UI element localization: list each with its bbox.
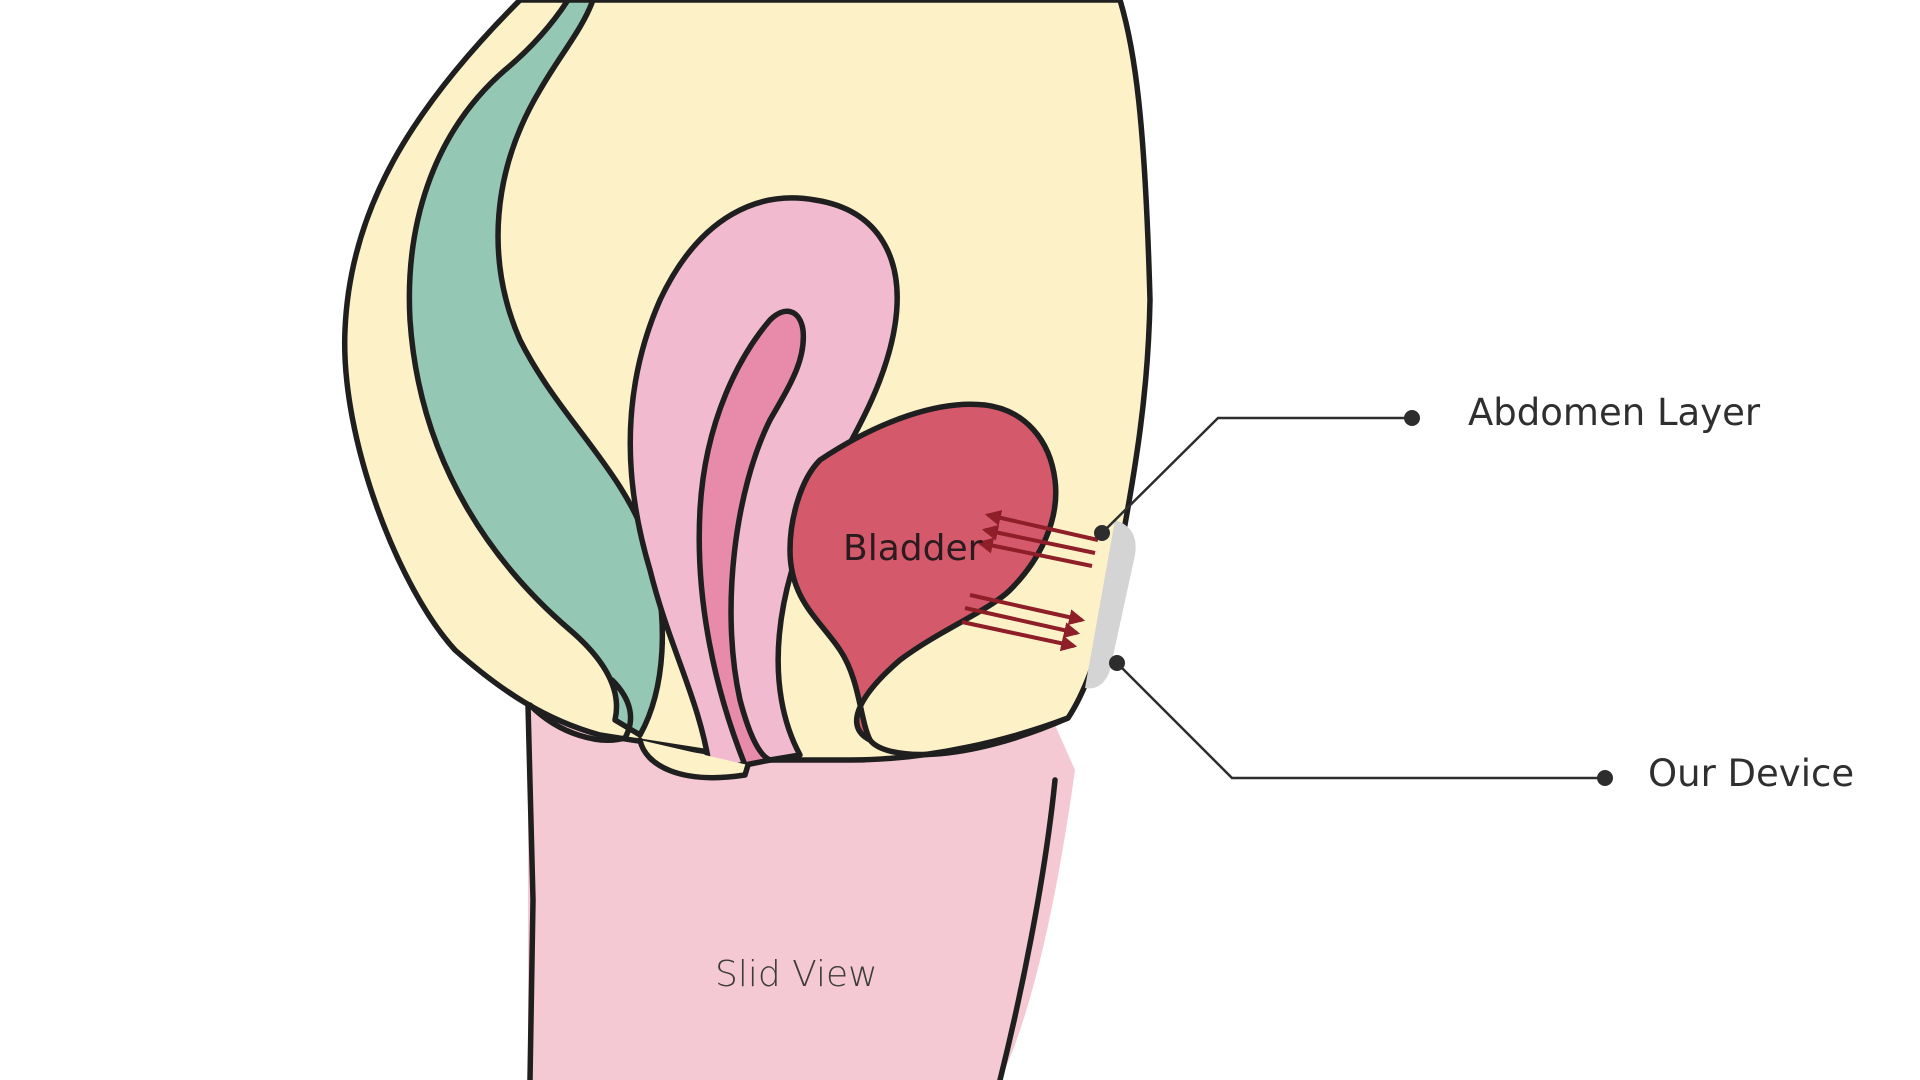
arrow-in-icon (981, 524, 1096, 555)
rectum (406, 0, 666, 738)
leg-right-outline (997, 777, 1058, 1080)
arrow-in-icon (976, 537, 1093, 568)
callout-abdomen-layer: Abdomen Layer (1094, 391, 1761, 541)
callout-our-device: Our Device (1109, 655, 1854, 795)
bladder (787, 401, 1059, 743)
device-leader-line (1116, 662, 1605, 780)
our-device-label: Our Device (1648, 752, 1854, 795)
lower-fold-right (867, 715, 1071, 758)
arrow-out-icon (961, 620, 1078, 652)
uterus-inner (696, 308, 807, 768)
device-pad (1085, 520, 1136, 689)
ultrasound-arrows (961, 510, 1099, 652)
abdomen-layer-label: Abdomen Layer (1468, 391, 1761, 434)
abdomen-leader-line (1101, 416, 1412, 534)
arrow-out-icon (964, 606, 1081, 639)
arrow-out-icon (969, 593, 1086, 626)
view-label: Slid View (715, 954, 878, 995)
arrow-in-icon (984, 510, 1099, 542)
lower-fold-left (637, 737, 751, 781)
leg-region (528, 705, 1075, 1080)
dot-icon (1404, 410, 1420, 426)
bladder-label: Bladder (843, 528, 983, 569)
dot-icon (1094, 525, 1110, 541)
dot-icon (1597, 770, 1613, 786)
dot-icon (1109, 655, 1125, 671)
perineum-left (527, 677, 634, 743)
leg-left-outline (525, 702, 536, 1080)
